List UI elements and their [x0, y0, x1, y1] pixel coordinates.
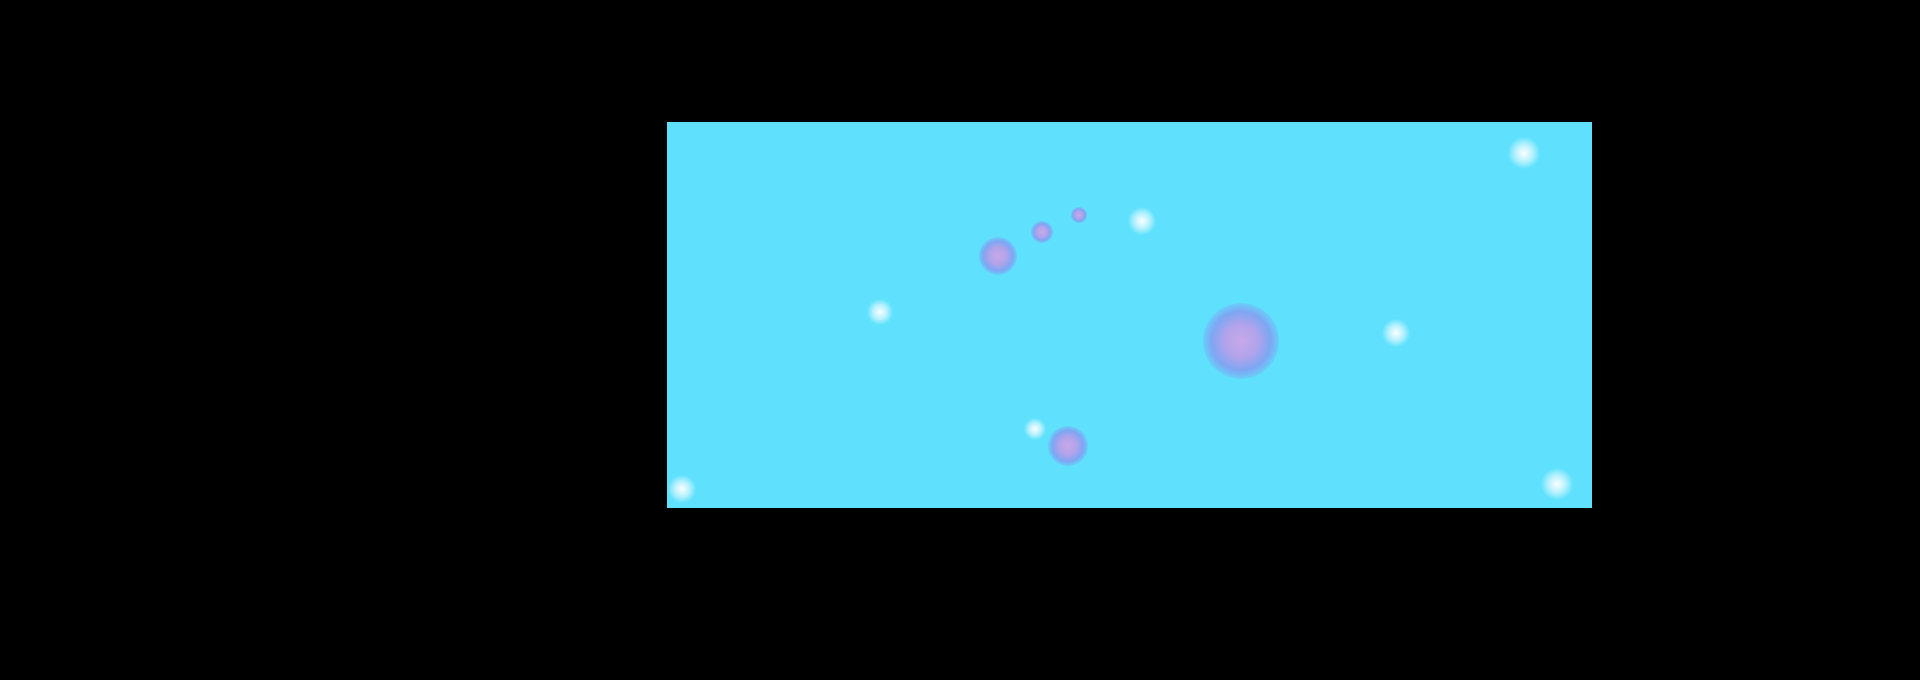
glow-particle — [1128, 207, 1156, 235]
glow-particle — [867, 299, 893, 325]
glow-particle — [1541, 468, 1573, 500]
glow-particle — [1024, 418, 1046, 440]
purple-bubble[interactable] — [1048, 426, 1088, 466]
glow-particle — [1382, 319, 1410, 347]
purple-bubble[interactable] — [1203, 303, 1279, 379]
purple-bubble[interactable] — [1071, 207, 1087, 223]
glow-particle — [1508, 137, 1540, 169]
purple-bubble[interactable] — [979, 237, 1017, 275]
game-canvas[interactable] — [667, 122, 1592, 508]
glow-particle — [668, 475, 696, 503]
purple-bubble[interactable] — [1031, 221, 1053, 243]
